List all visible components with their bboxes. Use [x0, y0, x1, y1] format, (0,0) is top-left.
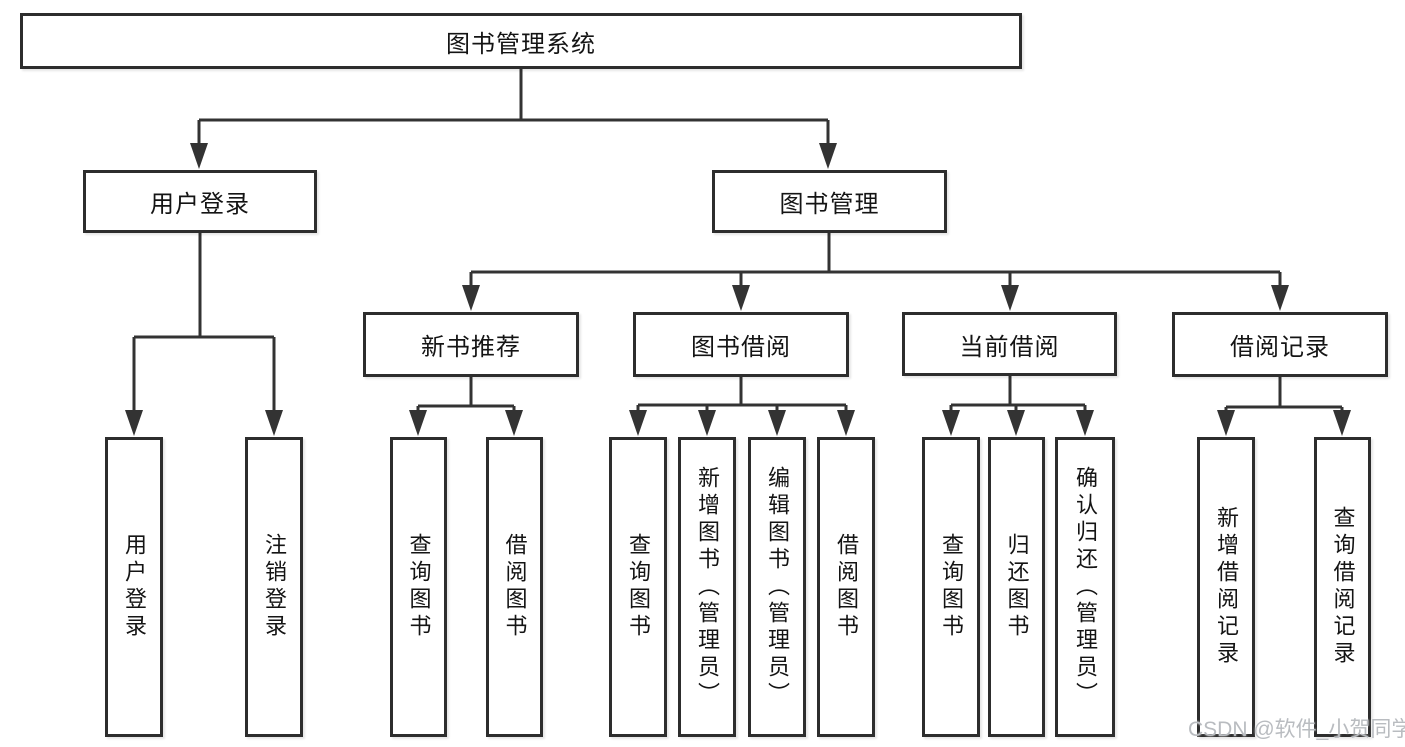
node-book-management: 图书管理	[712, 170, 947, 233]
node-current-borrow: 当前借阅	[902, 312, 1117, 376]
leaf-user-login: 用户登录	[105, 437, 163, 737]
leaf-logout: 注销登录	[245, 437, 303, 737]
leaf-cb-confirm-return-admin: 确认归还（管理员）	[1055, 437, 1115, 737]
leaf-nb-query-book: 查询图书	[390, 437, 447, 737]
leaf-bb-edit-book-admin: 编辑图书（管理员）	[748, 437, 806, 737]
leaf-rec-add-record: 新增借阅记录	[1197, 437, 1255, 737]
leaf-bb-borrow-book: 借阅图书	[817, 437, 875, 737]
csdn-watermark: CSDN @软件_小贺同学	[1188, 718, 1405, 741]
node-user-login: 用户登录	[83, 170, 317, 233]
leaf-rec-query-record: 查询借阅记录	[1314, 437, 1371, 737]
node-book-borrow: 图书借阅	[633, 312, 849, 377]
leaf-nb-borrow-book: 借阅图书	[486, 437, 543, 737]
leaf-cb-query-book: 查询图书	[922, 437, 980, 737]
node-new-book-recommend: 新书推荐	[363, 312, 579, 377]
leaf-bb-add-book-admin: 新增图书（管理员）	[678, 437, 736, 737]
leaf-bb-query-book: 查询图书	[609, 437, 667, 737]
leaf-cb-return-book: 归还图书	[988, 437, 1045, 737]
node-root: 图书管理系统	[20, 13, 1022, 69]
node-borrow-records: 借阅记录	[1172, 312, 1388, 377]
